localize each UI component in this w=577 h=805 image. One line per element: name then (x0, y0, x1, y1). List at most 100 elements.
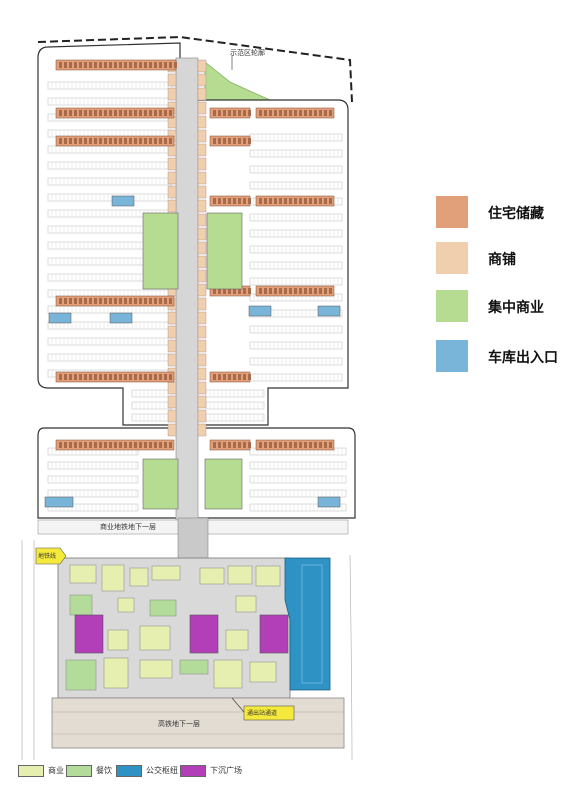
corridor-shop (167, 353, 177, 367)
parking-row (249, 341, 343, 350)
exit-passage-label: 通出站通道 (247, 710, 278, 717)
corridor-shop (197, 213, 207, 227)
legend-swatch (436, 290, 468, 322)
corridor-shop (197, 185, 207, 199)
storage-row (209, 439, 251, 451)
mall-block (235, 595, 257, 613)
corridor-shop (197, 73, 207, 87)
storage-row (55, 107, 175, 119)
parking-row (47, 161, 173, 170)
legend-swatch (436, 242, 468, 274)
parking-row (47, 145, 173, 154)
bottom-legend-label: 餐饮 (96, 766, 112, 775)
mall-block (139, 625, 171, 651)
parking-row (249, 133, 343, 142)
storage-row (209, 195, 251, 207)
parking-row (47, 337, 173, 346)
bottom-legend-label: 下沉广场 (210, 766, 242, 775)
sunken-plaza (259, 614, 289, 654)
corridor-shop (197, 255, 207, 269)
parking-row (249, 475, 347, 484)
corridor-shop (197, 171, 207, 185)
bottom-legend-swatch (180, 765, 206, 777)
corridor-shop (167, 381, 177, 395)
central-commerce-block (142, 458, 179, 510)
legend-item-shop: 商铺 (436, 242, 566, 276)
parking-row (47, 97, 173, 106)
legend-item-residential-storage: 住宅储藏 (436, 196, 566, 230)
parking-row (249, 165, 343, 174)
central-commerce-block (142, 212, 179, 290)
parking-row (47, 305, 173, 314)
corridor-shop (167, 339, 177, 353)
corridor-shop (167, 185, 177, 199)
storage-row (209, 285, 251, 297)
corridor-shop (167, 311, 177, 325)
bus-hub (284, 557, 331, 691)
parking-row (249, 277, 343, 286)
mall-block (151, 565, 181, 581)
exit-passage-callout (243, 705, 295, 721)
corridor-shop (167, 171, 177, 185)
parking-row (131, 401, 173, 410)
bottom-legend-swatch (116, 765, 142, 777)
mall-block (65, 659, 97, 691)
mall-block (227, 565, 253, 585)
mall-block (149, 599, 177, 617)
mall-block (213, 659, 243, 689)
corridor-shop (197, 143, 207, 157)
mall-block (129, 567, 149, 587)
corridor-shop (197, 325, 207, 339)
parking-row (47, 489, 139, 498)
mall-block (179, 659, 209, 675)
storage-row (209, 107, 251, 119)
corridor-shop (197, 241, 207, 255)
metro-level-label: 商业地铁地下一层 (100, 523, 156, 531)
parking-row (205, 413, 265, 422)
storage-row (55, 295, 175, 307)
parking-row (249, 229, 343, 238)
parking-row (47, 177, 173, 186)
mall-block (225, 629, 249, 651)
mall-block (101, 564, 125, 592)
parking-row (249, 373, 343, 382)
corridor-shop (167, 423, 177, 437)
bottom-legend-item-bus-hub: 公交枢纽 (116, 763, 206, 779)
parking-row (205, 401, 265, 410)
corridor-shop (197, 395, 207, 409)
parking-row (249, 461, 347, 470)
sunken-plaza (74, 614, 104, 654)
mall-block (107, 629, 129, 651)
mall-block (117, 597, 135, 613)
corridor-shop (167, 87, 177, 101)
corridor-shop (197, 297, 207, 311)
legend-item-garage-entrance: 车库出入口 (436, 340, 566, 374)
storage-row (255, 285, 335, 297)
parking-row (249, 357, 343, 366)
corridor-shop (197, 311, 207, 325)
parking-row (249, 149, 343, 158)
parking-row (47, 353, 173, 362)
mall-block (69, 594, 93, 616)
mall-block (139, 659, 173, 679)
metro-line-callout (35, 547, 67, 565)
corridor-shop (197, 101, 207, 115)
bottom-legend-swatch (66, 765, 92, 777)
legend-item-central-commerce: 集中商业 (436, 290, 566, 324)
parking-row (249, 489, 347, 498)
corridor-shop (197, 353, 207, 367)
parking-row (47, 461, 139, 470)
corridor-shop (197, 87, 207, 101)
central-corridor (175, 57, 199, 529)
bottom-legend-item-retail: 商业 (18, 763, 98, 779)
storage-row (55, 135, 175, 147)
parking-row (249, 325, 343, 334)
corridor-shop (197, 115, 207, 129)
legend-label: 住宅储藏 (488, 206, 544, 222)
connection-passage (177, 517, 209, 563)
central-commerce-block (204, 458, 243, 510)
bottom-legend-item-sunken-plaza: 下沉广场 (180, 763, 270, 779)
rail-station-band (51, 697, 345, 749)
storage-row (255, 439, 335, 451)
parking-row (249, 181, 343, 190)
